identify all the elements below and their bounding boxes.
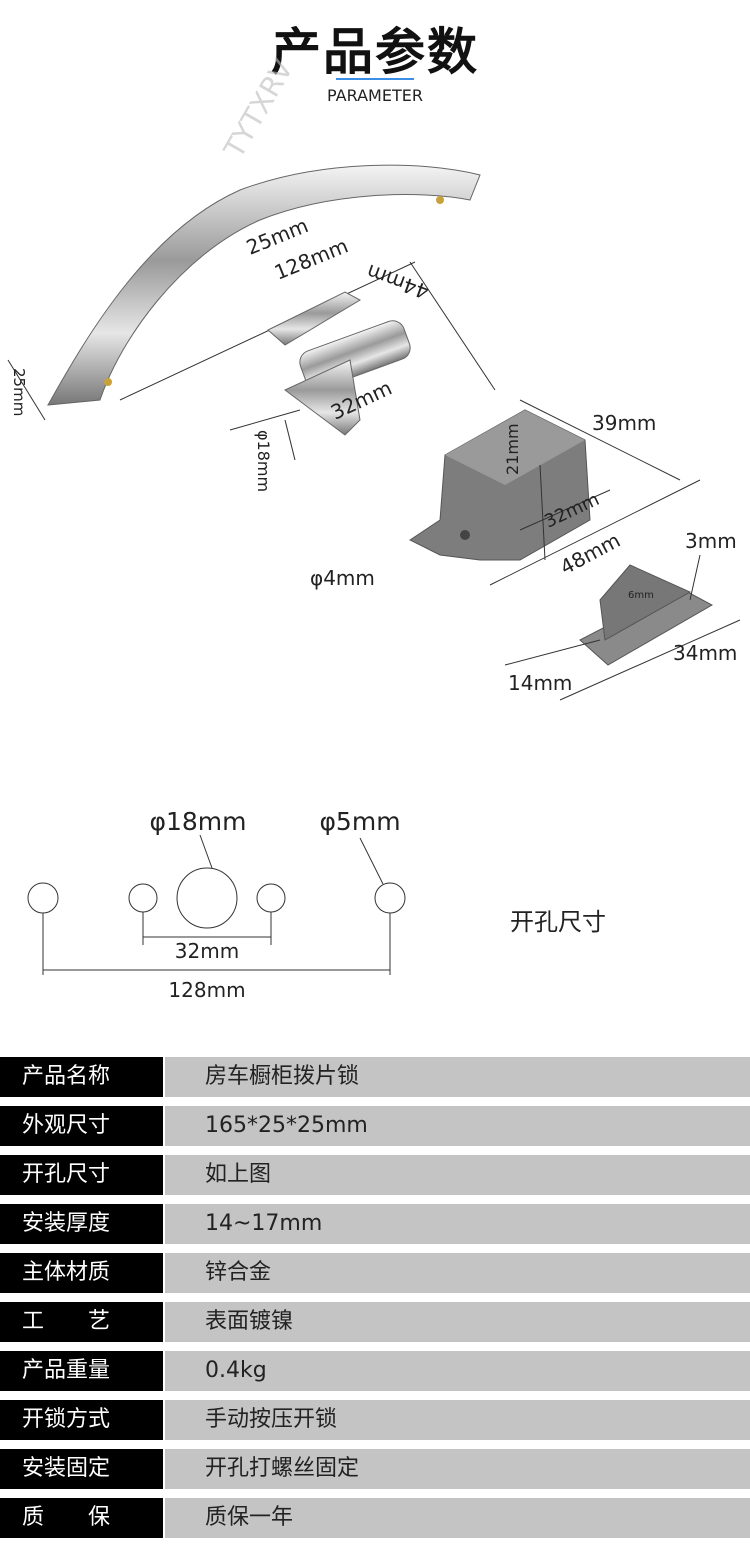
- spec-key: 质 保: [0, 1498, 163, 1538]
- strike-tab-label: 6mm: [628, 590, 654, 601]
- lock-diameter-label: φ18mm: [254, 430, 273, 492]
- spec-row: 工 艺表面镀镍: [0, 1302, 750, 1342]
- spec-key: 产品重量: [0, 1351, 163, 1391]
- spec-value: 165*25*25mm: [165, 1106, 750, 1146]
- spec-value: 质保一年: [165, 1498, 750, 1538]
- hole-outer-spacing-label: 128mm: [168, 978, 245, 1002]
- title-underline: [336, 78, 414, 80]
- spec-value: 如上图: [165, 1155, 750, 1195]
- handle-image: [47, 164, 481, 406]
- spec-value: 0.4kg: [165, 1351, 750, 1391]
- strike-thickness-label: 3mm: [685, 529, 737, 553]
- watermark-logo: TYTXRV: [217, 54, 300, 165]
- catch-base-label: 48mm: [556, 528, 624, 579]
- hole-center: [176, 867, 238, 929]
- hole-small-label: φ5mm: [319, 807, 400, 836]
- hole-size-caption: 开孔尺寸: [510, 908, 606, 936]
- spec-key: 产品名称: [0, 1057, 163, 1097]
- catch-hole-label: φ4mm: [310, 566, 375, 590]
- spec-row: 质 保质保一年: [0, 1498, 750, 1538]
- spec-key: 开锁方式: [0, 1400, 163, 1440]
- catch-length-label: 39mm: [592, 411, 656, 435]
- strike-dimension-lines: [504, 554, 741, 701]
- strike-width-label: 14mm: [508, 671, 572, 695]
- page-subtitle: PARAMETER: [327, 86, 423, 105]
- strike-plate-image: [579, 564, 714, 666]
- handle-height-label: 25mm: [10, 368, 28, 416]
- spec-key: 外观尺寸: [0, 1106, 163, 1146]
- hole-outer-left: [27, 882, 59, 914]
- lock-body-image: [267, 291, 411, 436]
- handle-dimension-lines: [7, 261, 416, 421]
- hole-inner-right: [256, 883, 286, 913]
- spec-row: 开孔尺寸如上图: [0, 1155, 750, 1195]
- spec-row: 主体材质锌合金: [0, 1253, 750, 1293]
- spec-value: 14~17mm: [165, 1204, 750, 1244]
- spec-row: 产品名称房车橱柜拨片锁: [0, 1057, 750, 1097]
- catch-image: [409, 409, 591, 561]
- spec-key: 安装固定: [0, 1449, 163, 1489]
- spec-key: 主体材质: [0, 1253, 163, 1293]
- spec-value: 开孔打螺丝固定: [165, 1449, 750, 1489]
- hole-outer-right: [374, 882, 406, 914]
- spec-value: 锌合金: [165, 1253, 750, 1293]
- spec-key: 安装厚度: [0, 1204, 163, 1244]
- catch-dimension-lines: [489, 399, 701, 586]
- page-title: 产品参数: [271, 23, 479, 81]
- hole-big-label: φ18mm: [149, 807, 246, 836]
- catch-height-label: 21mm: [503, 423, 522, 475]
- strike-length-label: 34mm: [673, 641, 737, 665]
- product-dimension-diagram: 25mm 128mm 25mm TYTXRV 44mm 32mm φ18mm 3…: [7, 54, 741, 1002]
- hole-inner-left: [128, 883, 158, 913]
- spec-value: 房车橱柜拨片锁: [165, 1057, 750, 1097]
- hole-inner-spacing-label: 32mm: [175, 939, 239, 963]
- lock-dimension-lines: [229, 261, 496, 461]
- spec-row: 开锁方式手动按压开锁: [0, 1400, 750, 1440]
- spec-value: 手动按压开锁: [165, 1400, 750, 1440]
- spec-row: 安装固定开孔打螺丝固定: [0, 1449, 750, 1489]
- spec-key: 开孔尺寸: [0, 1155, 163, 1195]
- spec-value: 表面镀镍: [165, 1302, 750, 1342]
- mounting-holes: [27, 834, 406, 975]
- lock-depth-label: 44mm: [363, 260, 432, 305]
- spec-key: 工 艺: [0, 1302, 163, 1342]
